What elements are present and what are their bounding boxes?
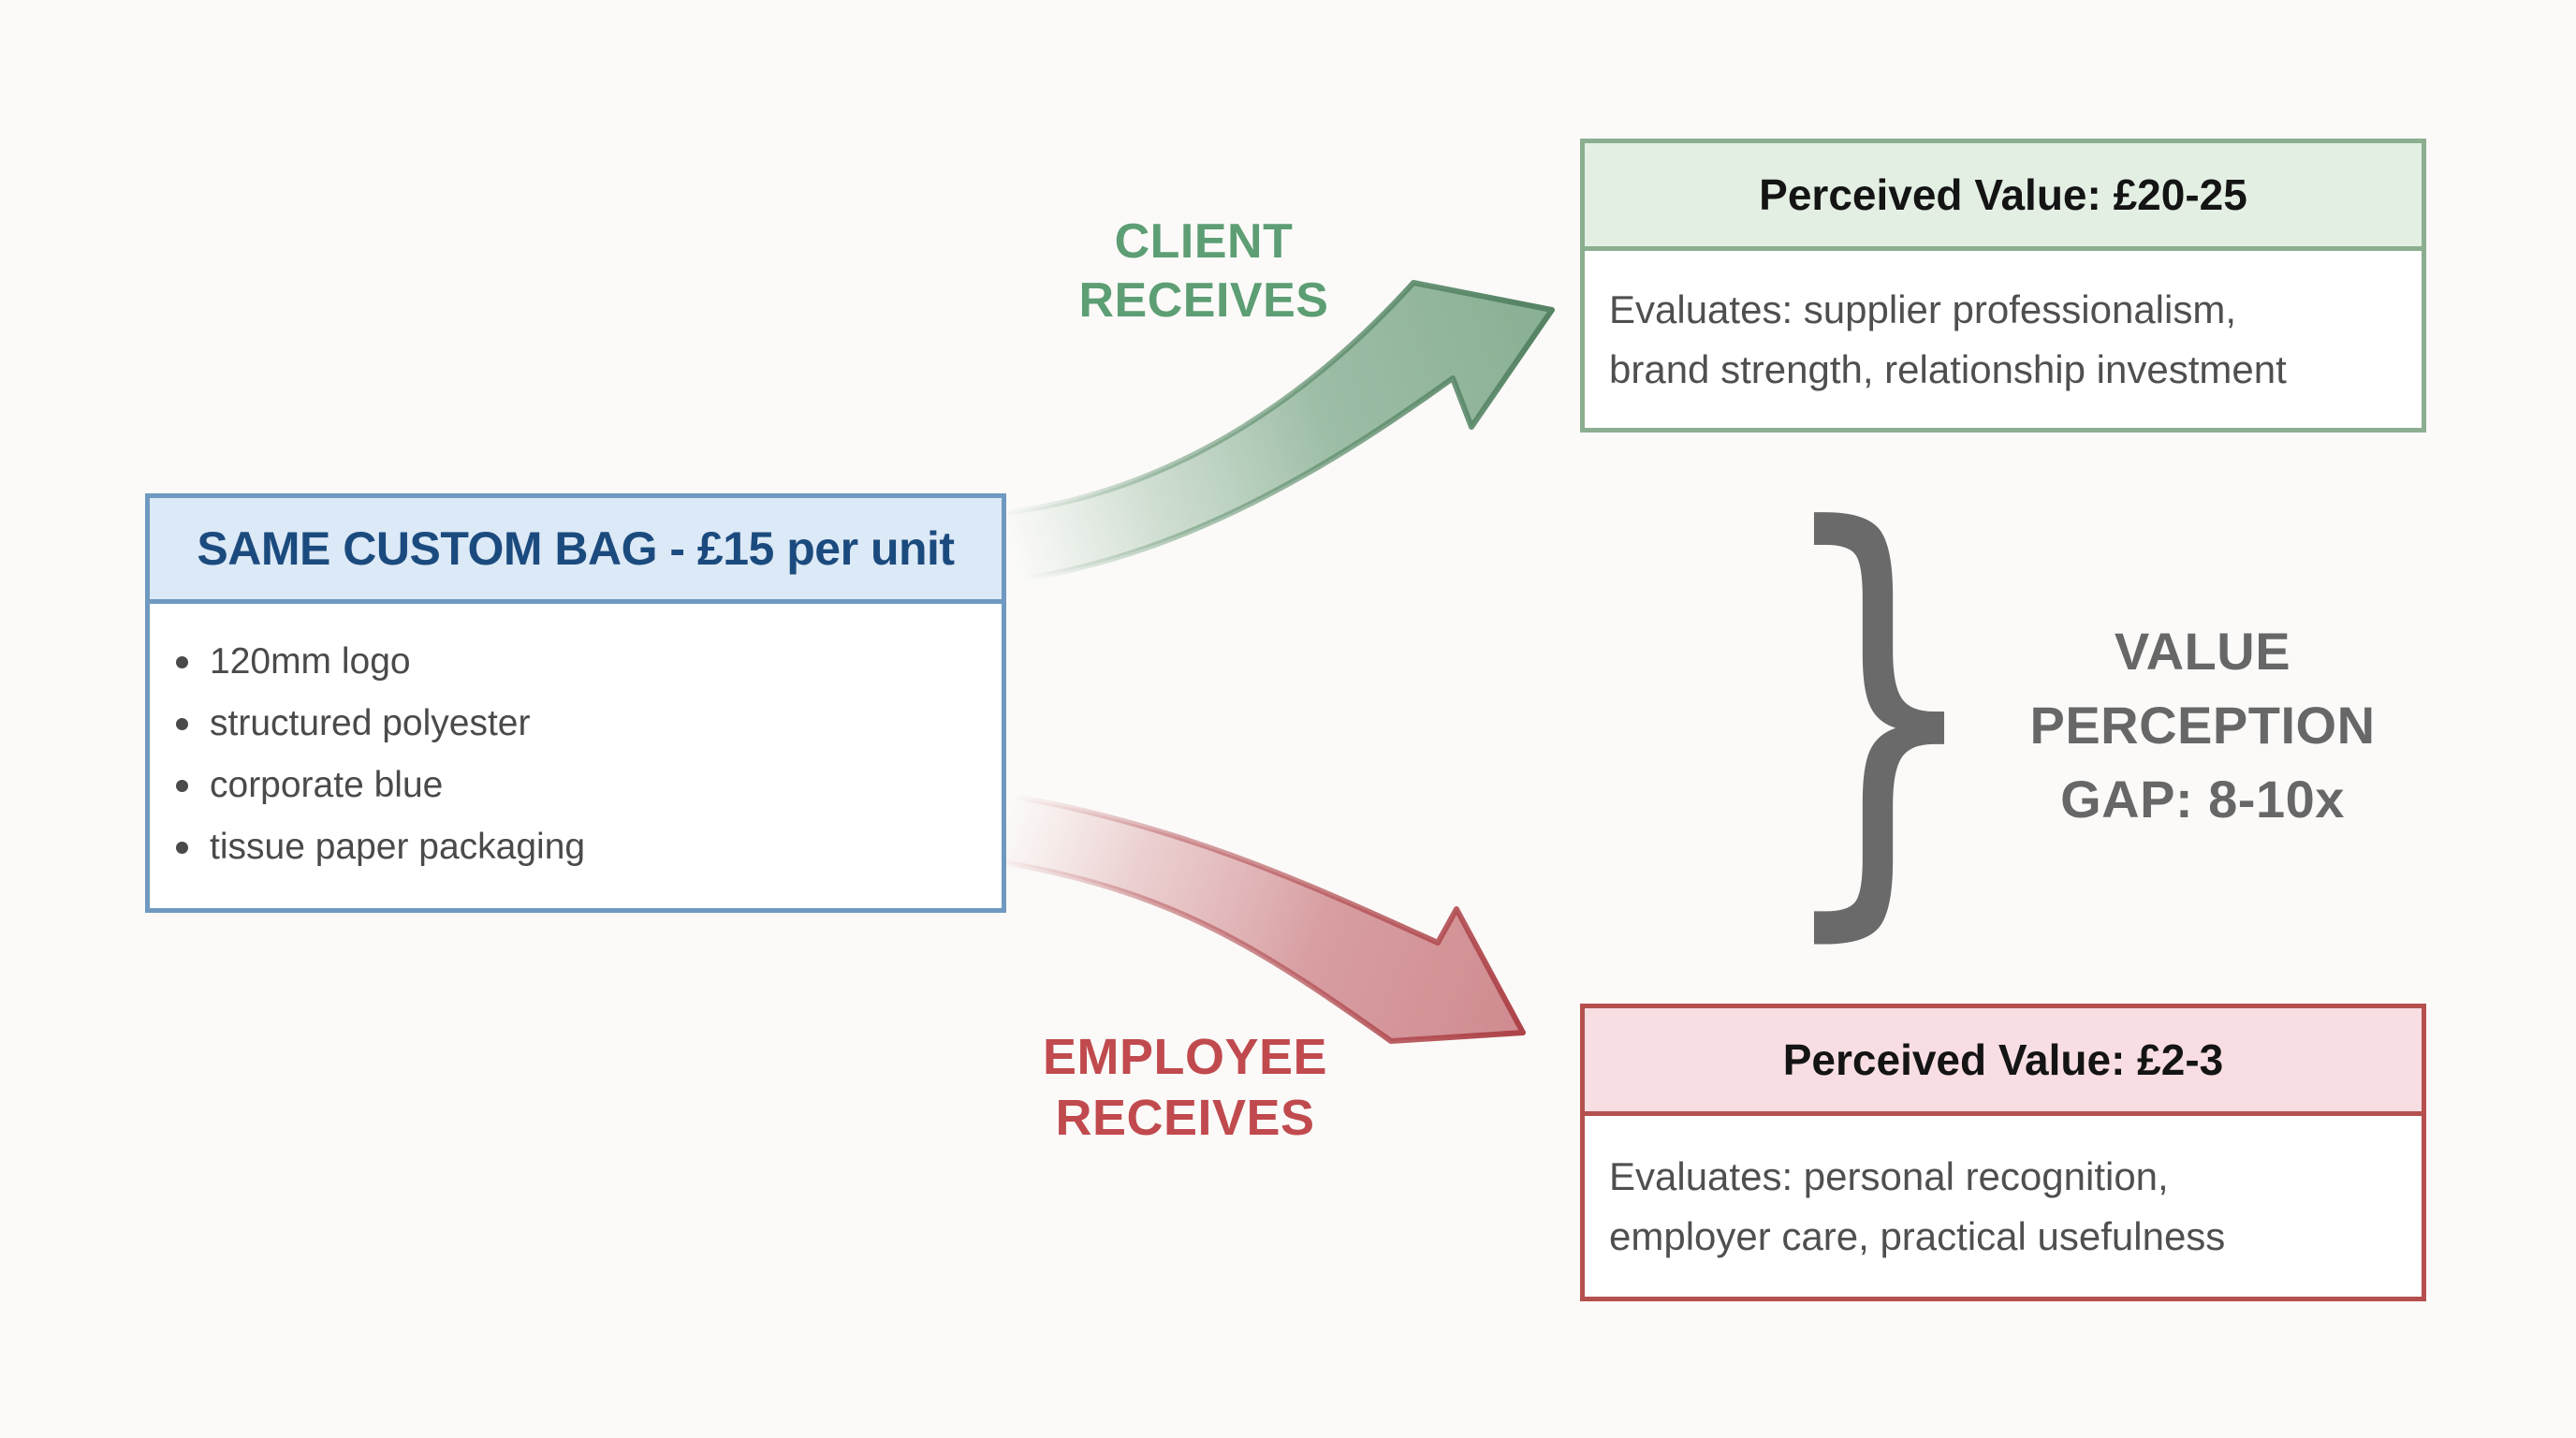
list-item: structured polyester	[176, 693, 992, 755]
client-arrow	[1001, 280, 1555, 584]
employee-receives-label: EMPLOYEE RECEIVES	[951, 1027, 1419, 1149]
brace-icon: }	[1771, 433, 1987, 978]
client-evaluates-line: Evaluates: supplier professionalism,	[1609, 286, 2236, 331]
bullet-icon	[176, 656, 188, 668]
bullet-icon	[176, 780, 188, 792]
value-gap-label: VALUE PERCEPTION GAP: 8-10x	[1987, 614, 2418, 836]
product-box-header: SAME CUSTOM BAG - £15 per unit	[150, 498, 1002, 604]
list-item: 120mm logo	[176, 631, 992, 693]
list-item: tissue paper packaging	[176, 816, 992, 878]
client-receives-label: CLIENT RECEIVES	[970, 213, 1438, 330]
client-receives-line: RECEIVES	[1078, 273, 1329, 328]
client-value-box-title: Perceived Value: £20-25	[1759, 170, 2247, 219]
employee-receives-line: EMPLOYEE	[1042, 1029, 1328, 1085]
client-value-box-body: Evaluates: supplier professionalism, bra…	[1585, 251, 2422, 428]
bullet-text: tissue paper packaging	[210, 827, 586, 867]
client-evaluates-line: brand strength, relationship investment	[1609, 346, 2287, 391]
bullet-text: corporate blue	[210, 765, 444, 805]
employee-receives-line: RECEIVES	[1055, 1090, 1315, 1146]
bullet-icon	[176, 842, 188, 854]
bullet-text: 120mm logo	[210, 641, 411, 682]
employee-evaluates-line: Evaluates: personal recognition,	[1609, 1153, 2169, 1198]
list-item: corporate blue	[176, 755, 992, 816]
product-feature-list: 120mm logo structured polyester corporat…	[150, 604, 1002, 878]
employee-value-box-body: Evaluates: personal recognition, employe…	[1585, 1116, 2422, 1297]
product-box: SAME CUSTOM BAG - £15 per unit 120mm log…	[145, 493, 1006, 913]
value-gap-line: GAP: 8-10x	[2060, 770, 2345, 829]
employee-value-box-title: Perceived Value: £2-3	[1782, 1035, 2224, 1084]
bullet-icon	[176, 718, 188, 730]
client-value-box-header: Perceived Value: £20-25	[1585, 143, 2422, 251]
product-box-title: SAME CUSTOM BAG - £15 per unit	[197, 522, 955, 575]
value-gap-line: PERCEPTION	[2029, 696, 2376, 755]
employee-evaluates-line: employer care, practical usefulness	[1609, 1213, 2226, 1258]
client-value-box: Perceived Value: £20-25 Evaluates: suppl…	[1580, 139, 2426, 433]
client-receives-line: CLIENT	[1114, 214, 1294, 269]
employee-value-box-header: Perceived Value: £2-3	[1585, 1008, 2422, 1116]
value-gap-line: VALUE	[2114, 622, 2291, 681]
employee-arrow	[1001, 792, 1526, 1044]
employee-value-box: Perceived Value: £2-3 Evaluates: persona…	[1580, 1004, 2426, 1301]
bullet-text: structured polyester	[210, 703, 531, 743]
